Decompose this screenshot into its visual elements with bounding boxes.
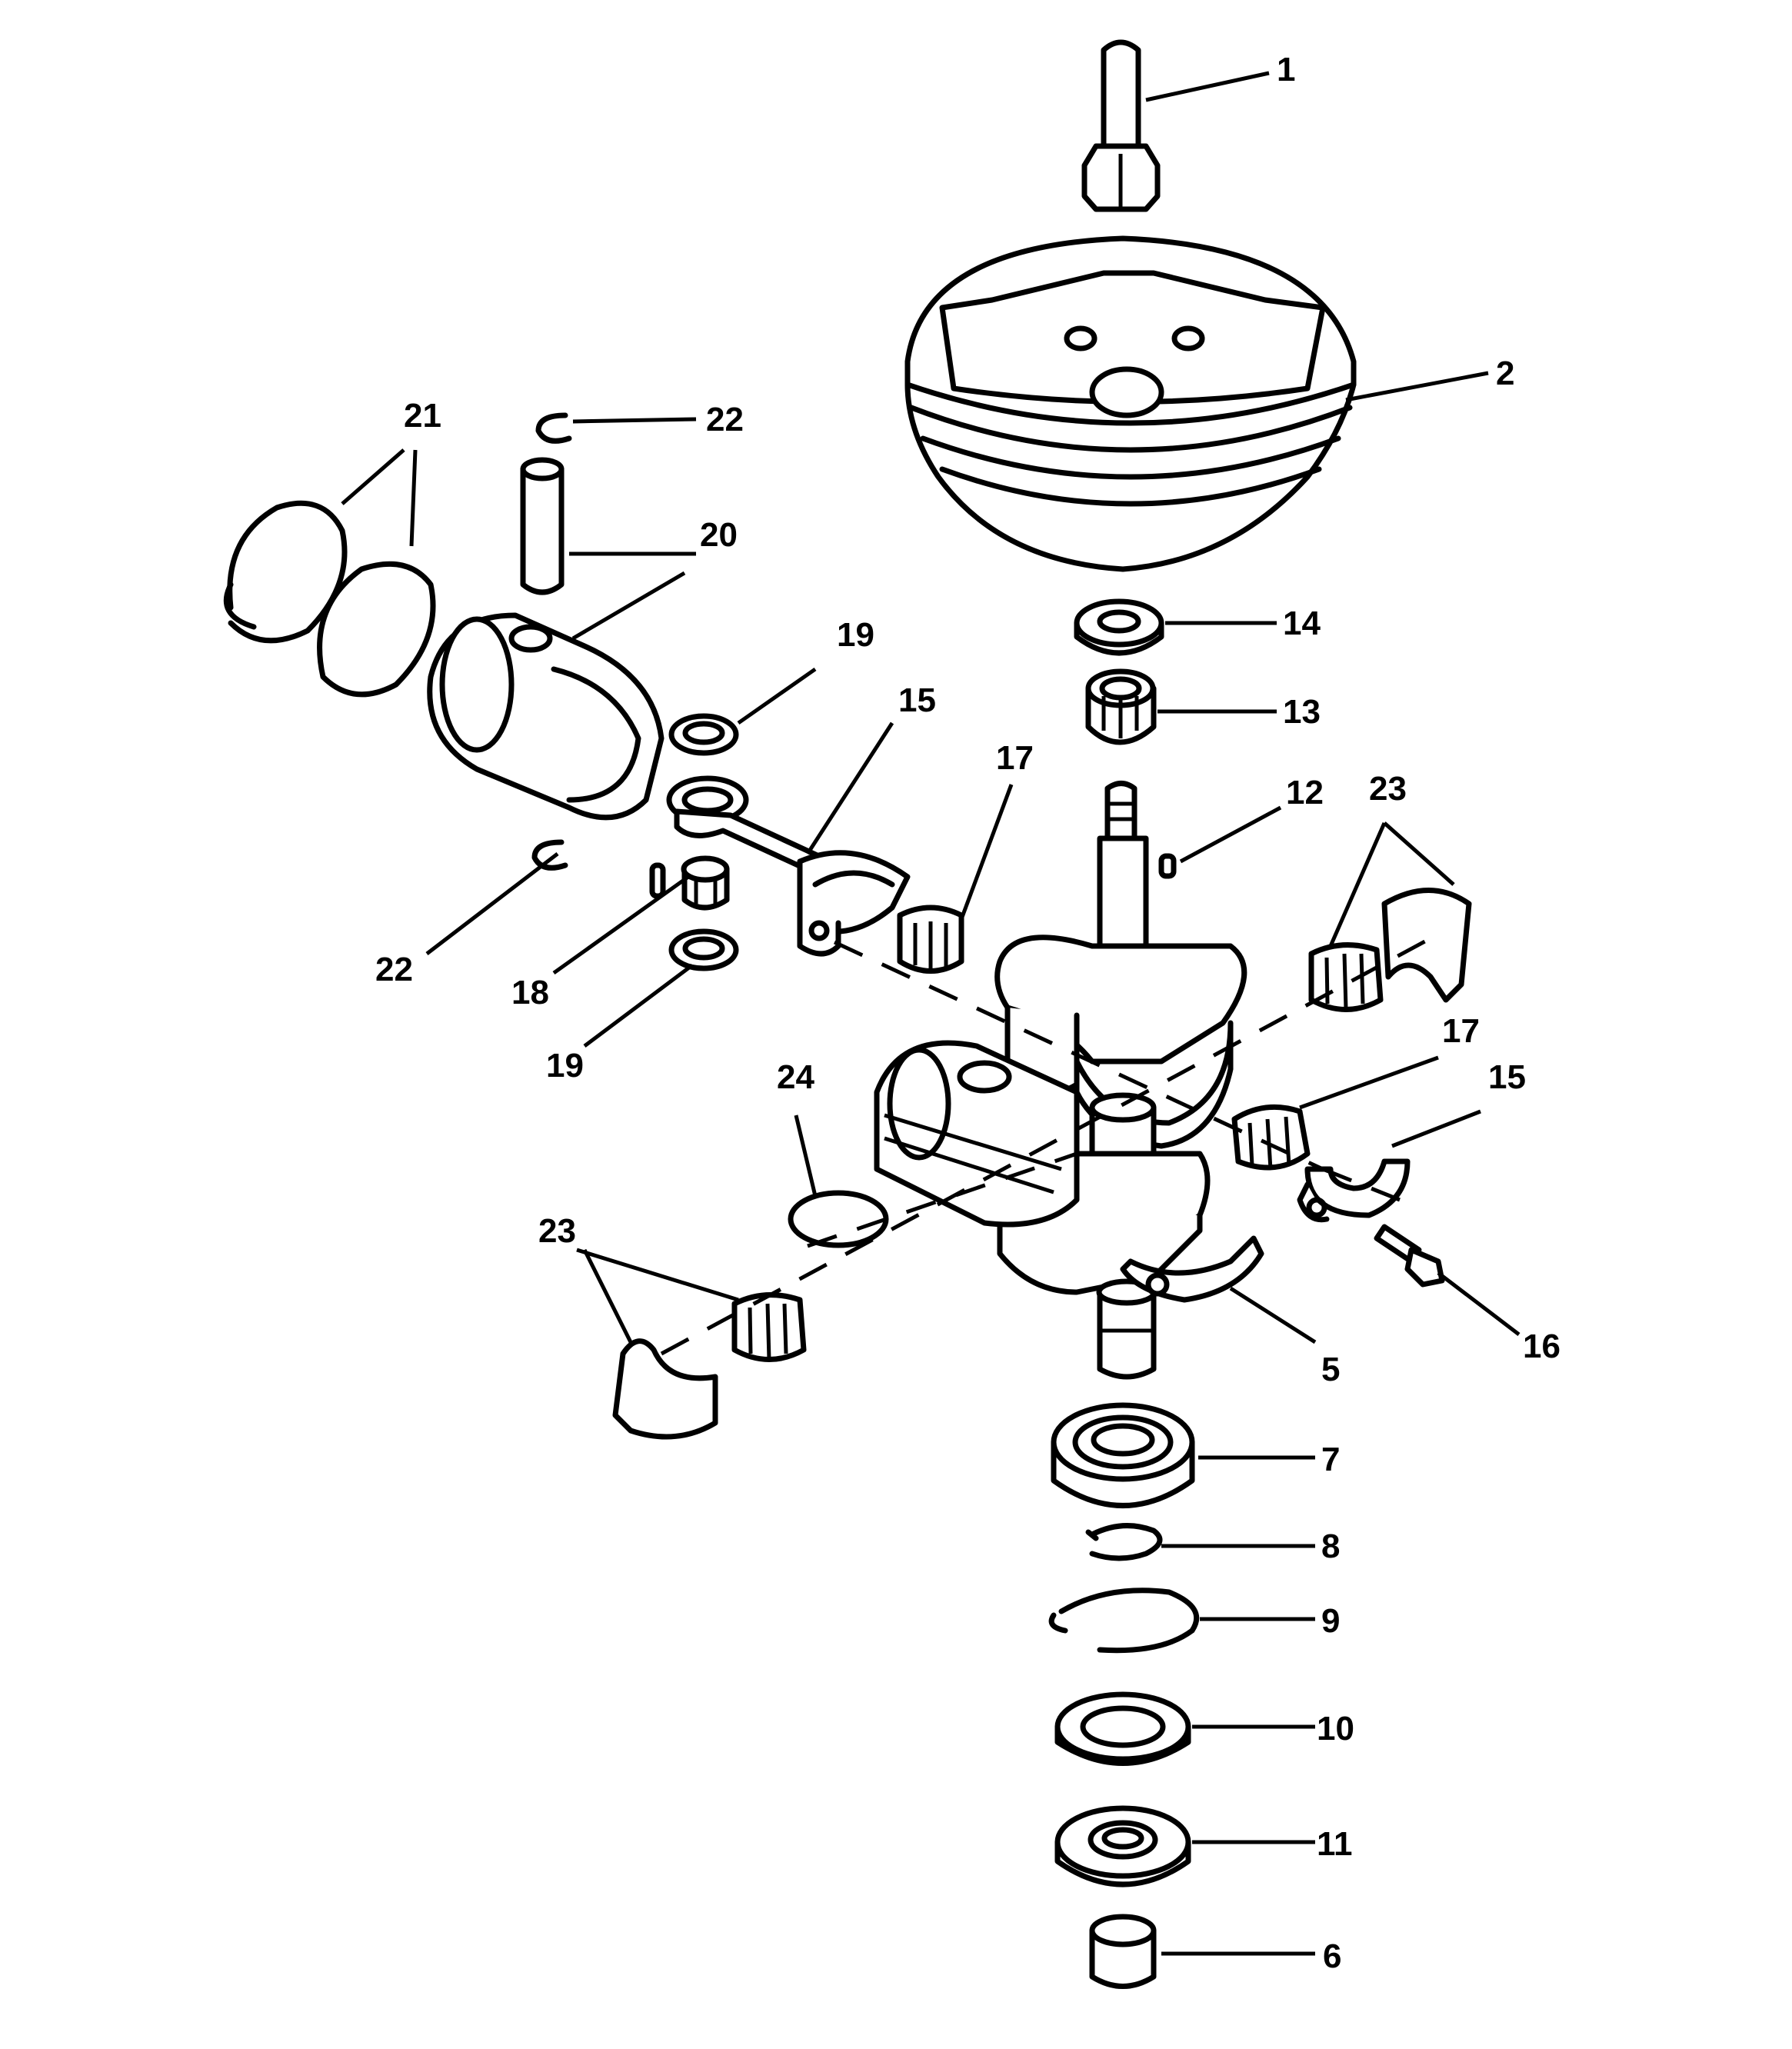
part-6-sleeve: [1089, 1914, 1157, 1989]
callout-1: 1: [1277, 51, 1295, 88]
callout-2: 2: [1496, 355, 1514, 392]
callout-6: 6: [1323, 1937, 1341, 1975]
part-11-seal: [1054, 1805, 1191, 1887]
part-16-cap-screw: [1374, 1224, 1445, 1288]
callout-21: 21: [404, 397, 441, 435]
part-13-bearing: [1085, 668, 1157, 745]
callout-13: 13: [1283, 693, 1321, 731]
part-17-bearing-cage-upper: [897, 905, 964, 974]
callout-23-upper: 23: [1369, 770, 1407, 808]
callout-15-lower: 15: [1488, 1058, 1526, 1096]
callout-labels: 1 2 5 6 7 8 9 10 11 12 13 14 15 15 16 17…: [375, 51, 1561, 1975]
callout-9: 9: [1321, 1602, 1340, 1640]
callout-22-lower: 22: [375, 951, 413, 988]
part-23-bearing-upper: [1308, 888, 1472, 1012]
callout-19-upper: 19: [837, 616, 874, 654]
leader-lines: [341, 71, 1521, 1956]
callout-17-upper: 17: [996, 739, 1034, 777]
callout-5: 5: [1321, 1351, 1340, 1388]
part-10-washer: [1054, 1691, 1191, 1766]
callout-23-lower: 23: [538, 1212, 576, 1250]
part-15-rod-cap: [1297, 1158, 1411, 1223]
callout-16: 16: [1523, 1328, 1561, 1365]
callout-7: 7: [1321, 1441, 1340, 1478]
callout-19-lower: 19: [546, 1047, 584, 1084]
part-7-ball-bearing: [1051, 1402, 1195, 1508]
callout-15-upper: 15: [898, 681, 936, 719]
center-lines: [660, 936, 1432, 1356]
part-21-piston-rings: [223, 500, 436, 698]
callout-11: 11: [1317, 1825, 1353, 1863]
part-19-washers: [668, 713, 739, 971]
callout-24: 24: [777, 1058, 814, 1096]
part-9-retaining-ring: [1048, 1588, 1200, 1654]
part-24-ring: [788, 1190, 889, 1248]
callout-12: 12: [1286, 774, 1324, 811]
part-20-wrist-pin: [520, 457, 565, 595]
callout-14: 14: [1283, 605, 1321, 642]
part-22-circlips: [531, 412, 572, 871]
part-5-rod-cap-lower: [1120, 1235, 1264, 1303]
callout-18: 18: [511, 974, 549, 1011]
part-18-needle-bearing: [649, 855, 730, 911]
part-1-bolt: [1081, 39, 1161, 212]
part-2-head-cover: [904, 235, 1357, 572]
part-17-bearing-cage-lower: [1231, 1104, 1311, 1171]
part-15-connecting-rod: [666, 775, 911, 957]
callout-17-lower: 17: [1442, 1012, 1480, 1050]
lower-piston-assembly: [874, 1040, 1080, 1228]
part-8-snap-ring: [1085, 1523, 1163, 1561]
callout-8: 8: [1321, 1528, 1340, 1565]
part-23-bearing-lower: [612, 1292, 807, 1440]
callout-22-upper: 22: [706, 401, 744, 438]
part-14-washer: [1074, 598, 1164, 656]
part-12-key: [1158, 853, 1177, 879]
callout-10: 10: [1317, 1710, 1354, 1747]
callout-20: 20: [700, 516, 738, 554]
part-20-piston: [427, 612, 665, 821]
